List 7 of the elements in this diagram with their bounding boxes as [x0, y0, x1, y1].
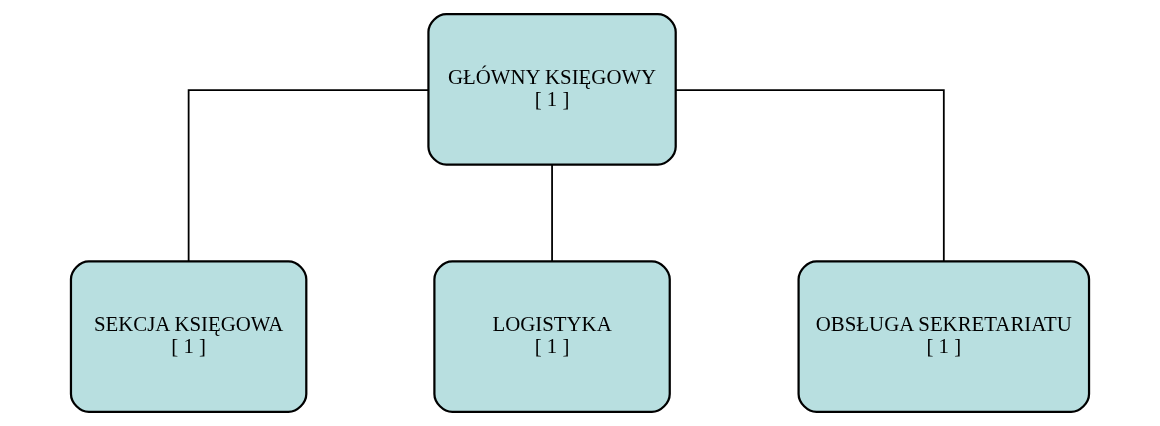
- node-box: LOGISTYKA [ 1 ]: [433, 260, 671, 413]
- connector: [551, 164, 553, 263]
- node-box: OBSŁUGA SEKRETARIATU [ 1 ]: [797, 260, 1091, 413]
- connector: [675, 89, 945, 263]
- connector: [187, 89, 429, 263]
- node-box: SEKCJA KSIĘGOWA [ 1 ]: [69, 260, 308, 413]
- node-box: GŁÓWNY KSIĘGOWY [ 1 ]: [427, 13, 677, 166]
